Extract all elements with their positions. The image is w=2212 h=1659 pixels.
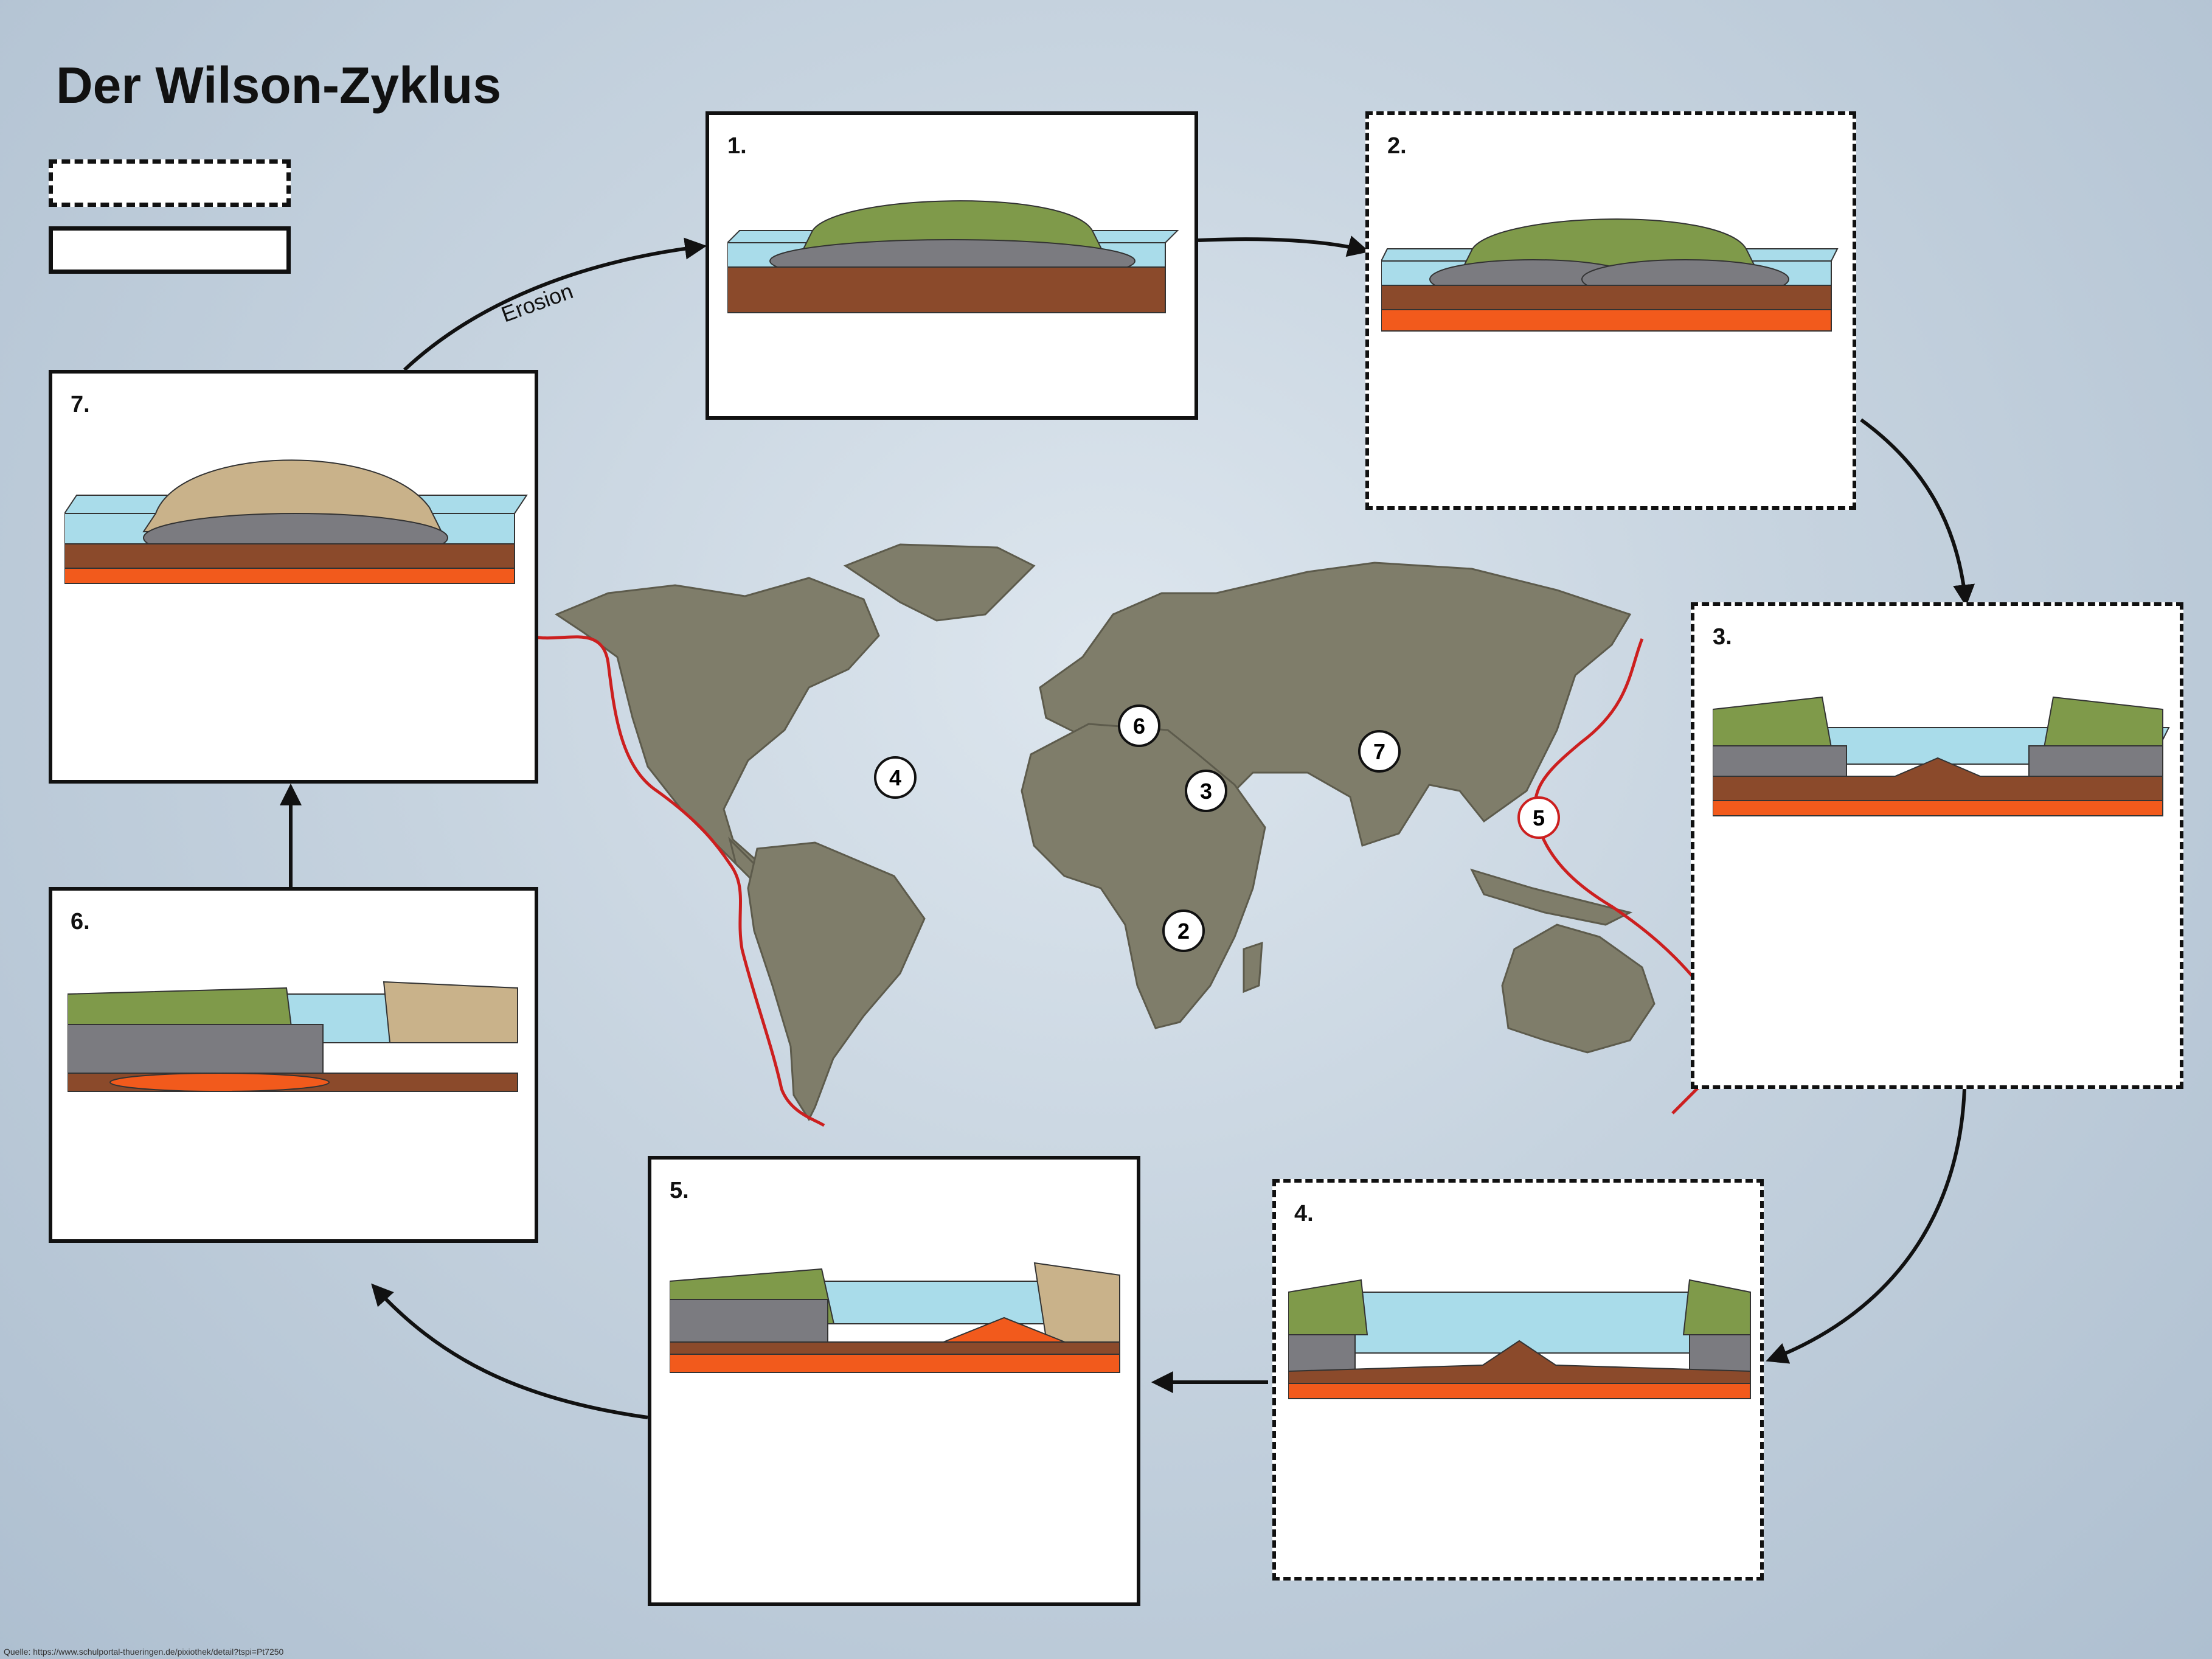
stage-box-7: 7. — [49, 370, 538, 784]
arrow-5-to-6 — [371, 1283, 648, 1419]
subduction-line-america — [529, 634, 825, 1127]
arrow-2-to-3 — [1860, 418, 1975, 607]
stage-number: 3. — [1713, 624, 1732, 650]
south-america — [747, 841, 926, 1122]
svg-text:5: 5 — [1533, 805, 1545, 830]
central-america — [728, 836, 774, 889]
stage-box-2: 2. — [1365, 111, 1856, 510]
stage-box-1: 1. — [706, 111, 1198, 420]
africa — [1021, 723, 1266, 1029]
stage-illustration — [68, 981, 518, 1092]
svg-text:2: 2 — [1177, 919, 1190, 944]
map-marker-6: 6 — [1118, 704, 1160, 747]
stage-number: 1. — [727, 133, 747, 159]
map-markers: 6 4 3 7 5 2 — [874, 704, 1560, 952]
page-title: Der Wilson-Zyklus — [56, 57, 502, 114]
stage-illustration — [1288, 1279, 1751, 1399]
stage-illustration — [727, 200, 1179, 313]
eurasia — [1039, 562, 1632, 847]
stage-box-3: 3. — [1691, 602, 2183, 1089]
greenland — [843, 543, 1036, 622]
stage-number: 5. — [670, 1178, 689, 1203]
source-credit: Quelle: https://www.schulportal-thuering… — [4, 1647, 284, 1657]
map-marker-5: 5 — [1517, 796, 1560, 839]
arrow-erosion — [403, 237, 707, 372]
stage-number: 4. — [1294, 1201, 1314, 1226]
stage-box-6: 6. — [49, 887, 538, 1243]
erosion-label: Erosion — [498, 278, 577, 327]
stage-illustration — [1381, 218, 1839, 332]
arrow-1-to-2 — [1198, 235, 1370, 257]
madagascar — [1243, 941, 1263, 993]
map-marker-2: 2 — [1162, 909, 1205, 952]
stage-illustration — [670, 1262, 1120, 1373]
north-america — [554, 577, 880, 868]
stage-box-5: 5. — [648, 1156, 1140, 1606]
australia — [1501, 923, 1656, 1054]
stage-box-4: 4. — [1272, 1179, 1764, 1581]
legend-solid-box — [49, 226, 291, 274]
map-marker-4: 4 — [874, 756, 917, 799]
indonesia — [1470, 868, 1633, 926]
map-marker-3: 3 — [1185, 770, 1227, 812]
world-map — [554, 543, 1656, 1122]
map-marker-7: 7 — [1358, 730, 1401, 773]
stage-illustration — [1713, 696, 2170, 816]
svg-text:7: 7 — [1373, 739, 1385, 764]
stage-number: 2. — [1387, 133, 1407, 159]
svg-text:3: 3 — [1200, 779, 1212, 804]
stage-illustration — [64, 459, 528, 584]
subduction-lines — [529, 634, 1724, 1127]
stage-number: 6. — [71, 909, 90, 934]
svg-text:6: 6 — [1133, 714, 1145, 739]
legend-dashed-box — [49, 159, 291, 207]
svg-text:4: 4 — [889, 765, 901, 790]
stage-number: 7. — [71, 392, 90, 417]
arrow-3-to-4 — [1766, 1088, 1966, 1364]
